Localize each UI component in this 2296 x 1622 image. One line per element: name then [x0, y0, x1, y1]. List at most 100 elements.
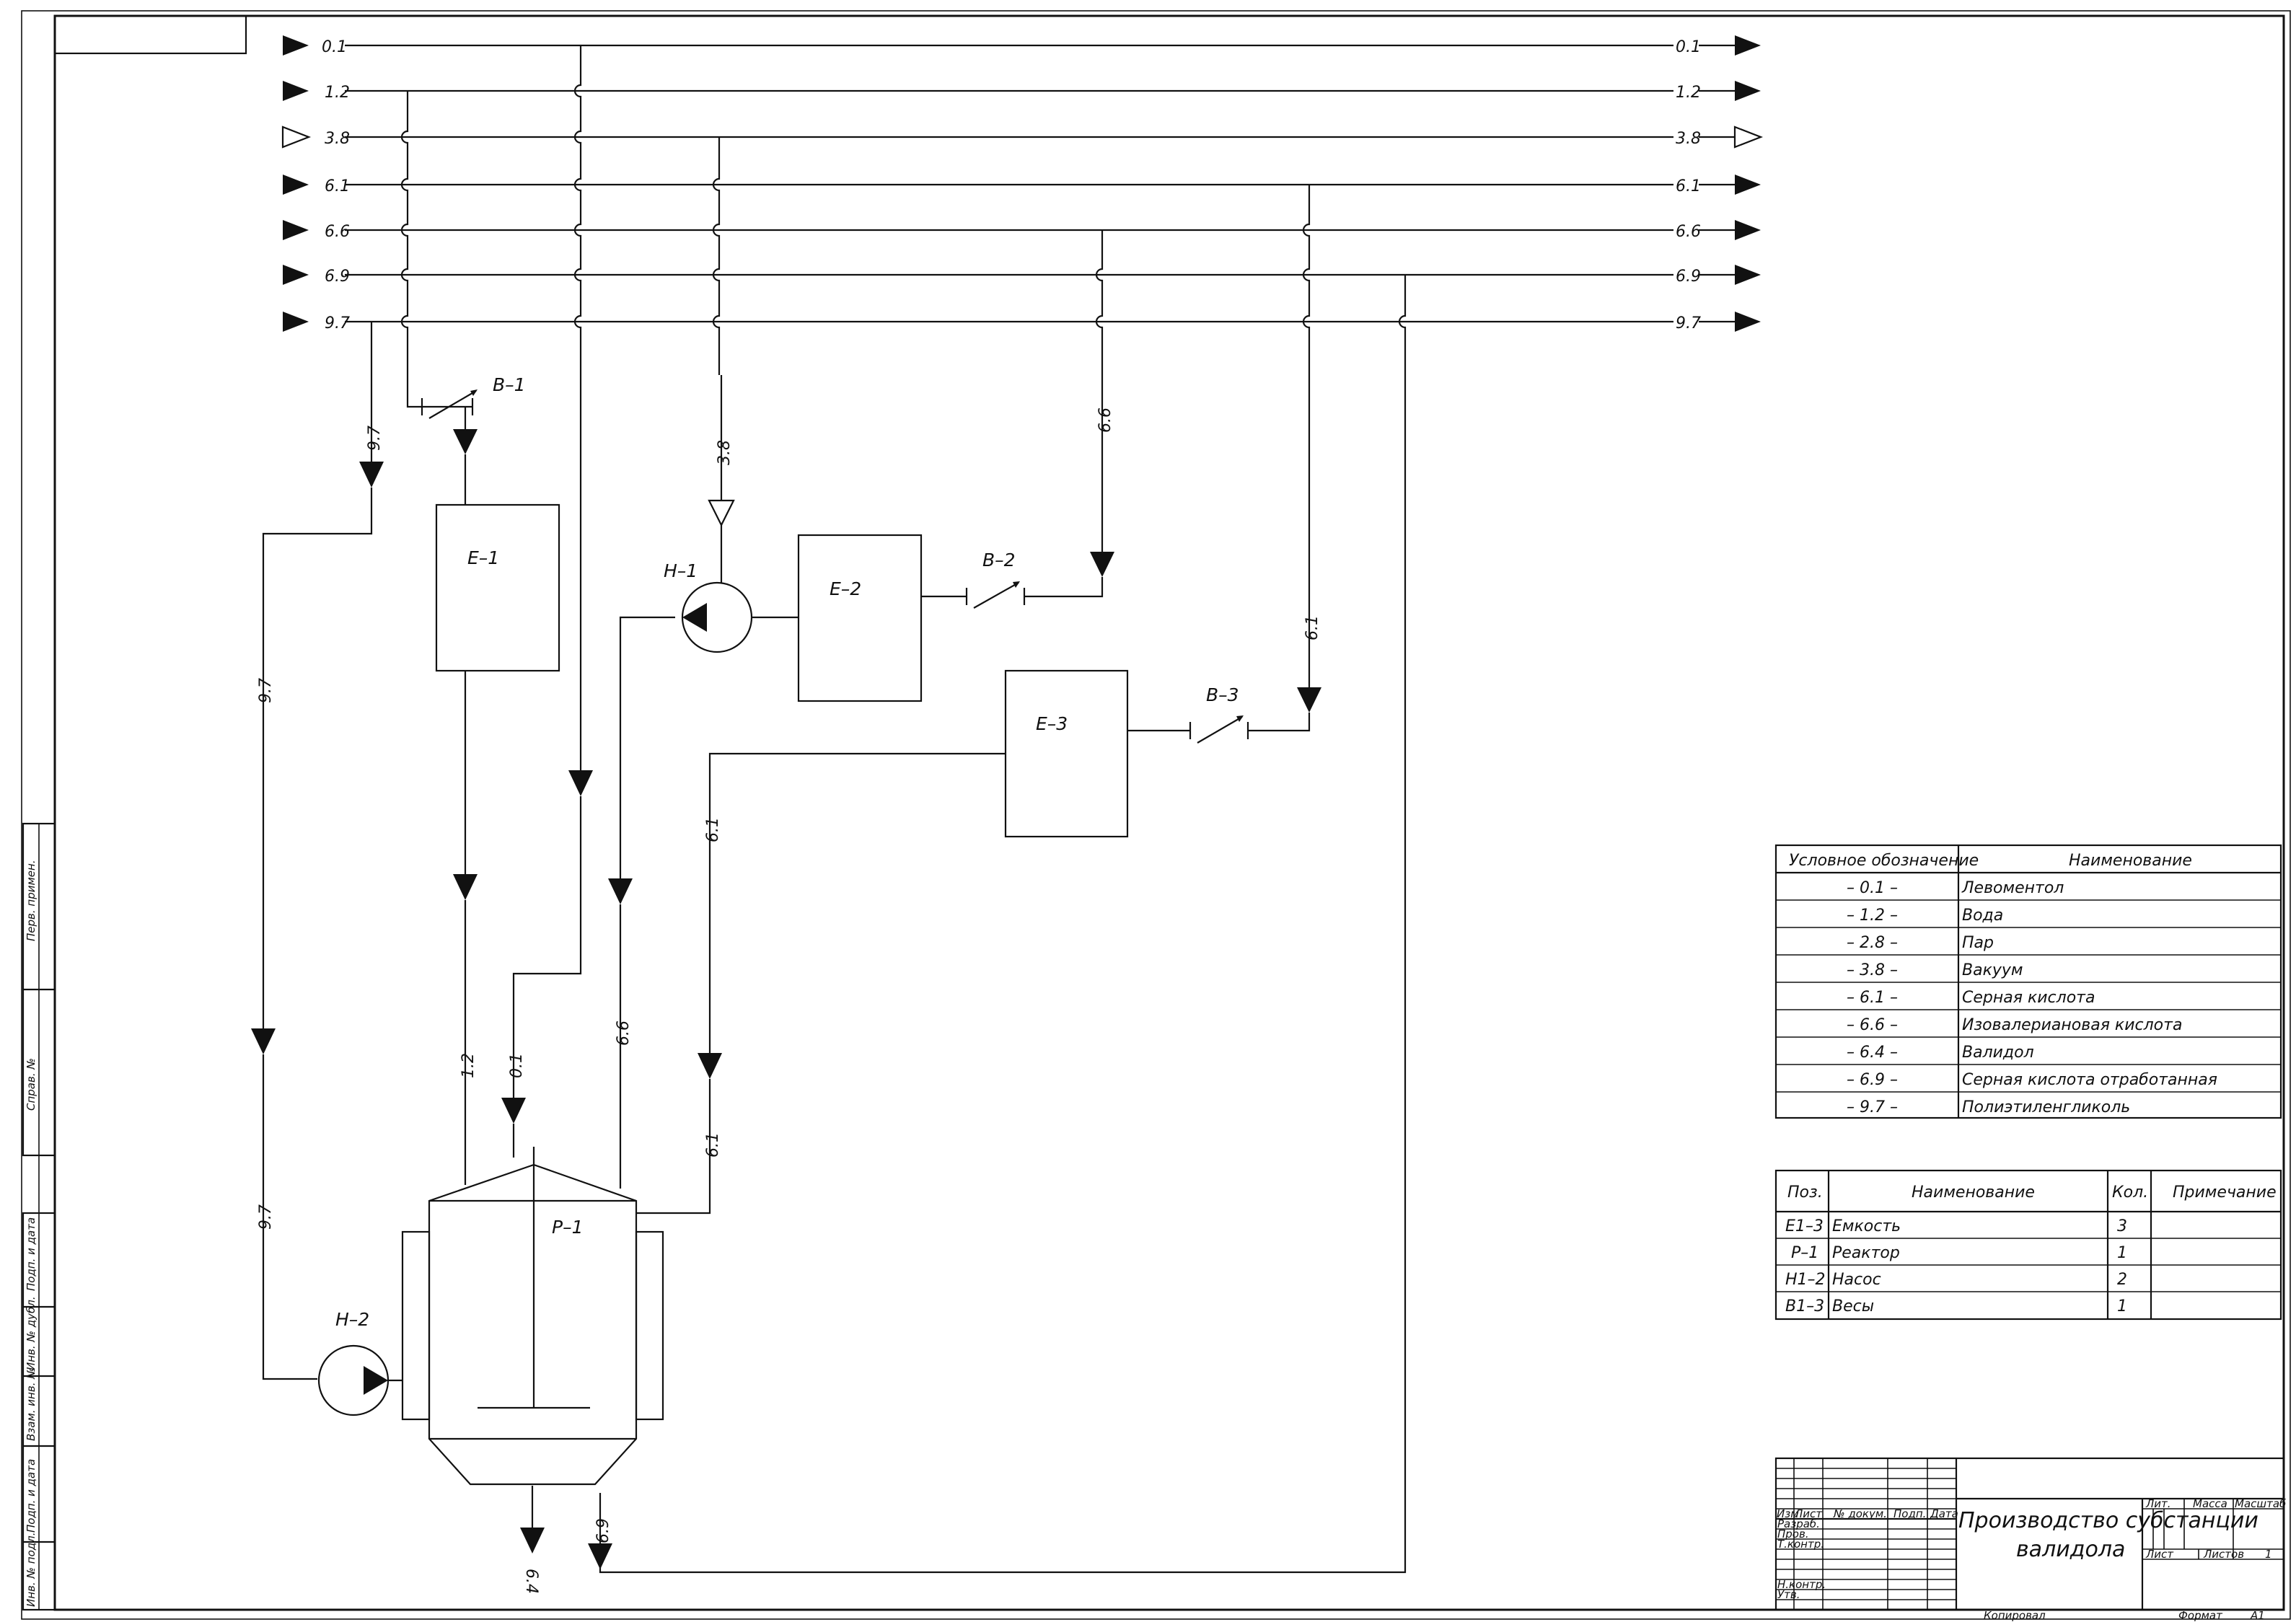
- stamp-podp-data-2: Подп. и дата: [25, 1459, 38, 1533]
- svg-text:Лист: Лист: [2145, 1548, 2174, 1561]
- svg-text:0.1: 0.1: [508, 1053, 526, 1078]
- outlet-arrow-icon: [1735, 175, 1761, 195]
- line-66-to-reactor: [608, 616, 675, 1189]
- inlet-arrow-icon: [283, 81, 309, 101]
- tank-e2: Е–2: [797, 534, 923, 702]
- header-lines: 0.1 0.1 1.2 1.2 3.8 3.8 6.1 6.1: [281, 35, 1764, 332]
- svg-text:9.7: 9.7: [366, 426, 384, 451]
- svg-text:Е–1: Е–1: [467, 547, 499, 568]
- svg-text:Насос: Насос: [1832, 1271, 1881, 1289]
- svg-text:– 6.9 –: – 6.9 –: [1847, 1071, 1898, 1089]
- svg-text:6.1: 6.1: [1303, 615, 1321, 640]
- side-stamps: Перв. примен. Справ. № Подп. и дата Инв.…: [22, 822, 56, 1611]
- inlet-arrow-icon: [283, 175, 309, 195]
- svg-text:3.8: 3.8: [716, 440, 734, 465]
- svg-text:Серная кислота отработанная: Серная кислота отработанная: [1962, 1071, 2217, 1089]
- flow-arrow-icon: [453, 874, 478, 900]
- inlet-arrow-icon: [283, 265, 309, 285]
- svg-text:6.1: 6.1: [1676, 177, 1701, 195]
- branch-38: [708, 137, 735, 583]
- scale-b2-label: В–2: [982, 550, 1016, 570]
- stamp-inv-dubl: Инв. № дубл.: [25, 1296, 38, 1370]
- flow-arrow-hollow-icon: [708, 499, 735, 527]
- svg-text:6.1: 6.1: [704, 1132, 722, 1158]
- pump-h2: Н–2: [317, 1309, 403, 1416]
- svg-text:Листов: Листов: [2203, 1548, 2244, 1561]
- legend-table: Условное обозначение Наименование – 0.1 …: [1774, 844, 2282, 1119]
- svg-text:9.7: 9.7: [325, 314, 350, 332]
- scale-b3-label: В–3: [1206, 684, 1239, 705]
- branch-61: [1127, 185, 1321, 744]
- stamp-vzam-inv: Взам. инв. №: [25, 1367, 38, 1441]
- svg-text:6.9: 6.9: [325, 268, 350, 286]
- svg-text:1.2: 1.2: [325, 84, 350, 102]
- outlet-arrow-icon: [1735, 81, 1761, 101]
- svg-text:Поз.: Поз.: [1787, 1184, 1823, 1202]
- inlet-arrow-hollow-icon: [281, 125, 312, 149]
- svg-text:Р–1: Р–1: [552, 1217, 583, 1238]
- header-line-38: 3.8 3.8: [281, 125, 1764, 149]
- sheet-frame: [21, 10, 2291, 1620]
- inlet-arrow-icon: [283, 35, 309, 56]
- svg-text:Пров.: Пров.: [1777, 1528, 1809, 1541]
- legend-header-name: Наименование: [2069, 852, 2192, 870]
- svg-text:Кол.: Кол.: [2112, 1184, 2148, 1202]
- svg-text:Валидол: Валидол: [1962, 1044, 2034, 1062]
- svg-text:Лист: Лист: [1794, 1507, 1823, 1520]
- svg-text:Примечание: Примечание: [2173, 1184, 2277, 1202]
- header-line-97: 9.7 9.7: [283, 312, 1761, 332]
- svg-text:Изовалериановая кислота: Изовалериановая кислота: [1962, 1016, 2182, 1034]
- outlet-arrow-icon: [1735, 265, 1761, 285]
- svg-text:Е–2: Е–2: [830, 578, 861, 599]
- svg-text:– 6.4 –: – 6.4 –: [1847, 1044, 1898, 1062]
- branch-01: [501, 45, 593, 1158]
- header-line-12: 1.2 1.2: [283, 81, 1761, 102]
- svg-text:Левоментол: Левоментол: [1961, 879, 2064, 897]
- svg-text:1.2: 1.2: [1676, 84, 1701, 102]
- outlet-arrow-hollow-icon: [1733, 125, 1764, 149]
- svg-text:– 6.6 –: – 6.6 –: [1847, 1016, 1898, 1034]
- outlet-arrow-icon: [1735, 35, 1761, 56]
- line-61-to-reactor: [636, 752, 1006, 1215]
- svg-text:– 9.7 –: – 9.7 –: [1847, 1098, 1898, 1116]
- svg-text:Весы: Весы: [1832, 1297, 1874, 1315]
- svg-text:1: 1: [2265, 1548, 2272, 1561]
- drawing-title-line2: валидола: [2016, 1537, 2125, 1562]
- svg-text:№ докум.: № докум.: [1833, 1507, 1887, 1520]
- flow-arrow-icon: [608, 878, 633, 904]
- format-value: А1: [2250, 1609, 2265, 1622]
- branch-66: [921, 230, 1114, 609]
- pump-h1: Н–1: [664, 560, 799, 653]
- svg-text:1.2: 1.2: [459, 1053, 478, 1078]
- svg-text:1: 1: [2117, 1244, 2127, 1262]
- svg-text:– 3.8 –: – 3.8 –: [1847, 961, 1898, 979]
- flow-arrow-icon: [568, 770, 593, 796]
- svg-text:6.9: 6.9: [1676, 268, 1701, 286]
- legend-header-code: Условное обозначение: [1789, 852, 1979, 870]
- svg-text:Серная кислота: Серная кислота: [1962, 989, 2095, 1007]
- svg-text:Дата: Дата: [1930, 1507, 1958, 1520]
- header-line-01: 0.1 0.1: [283, 35, 1761, 56]
- copied-label: Копировал: [1984, 1609, 2046, 1622]
- svg-text:Т.контр.: Т.контр.: [1777, 1538, 1824, 1551]
- reactor-p1: Р–1: [401, 1147, 664, 1486]
- stamp-sprav-no: Справ. №: [25, 1058, 38, 1111]
- svg-text:6.9: 6.9: [594, 1518, 612, 1543]
- flow-arrow-icon: [1090, 552, 1114, 577]
- svg-text:Н1–2: Н1–2: [1785, 1271, 1826, 1289]
- svg-text:3: 3: [2117, 1217, 2127, 1235]
- svg-text:Пар: Пар: [1962, 934, 1994, 952]
- svg-text:6.1: 6.1: [704, 817, 722, 842]
- tank-e3: Е–3: [1004, 669, 1129, 838]
- pump-triangle-icon: [364, 1366, 388, 1395]
- flow-arrow-icon: [453, 429, 478, 454]
- branch-69: [588, 275, 1407, 1574]
- format-label: Формат: [2178, 1609, 2223, 1622]
- tank-e1: Е–1: [435, 503, 560, 672]
- inlet-arrow-icon: [283, 312, 309, 332]
- flow-arrow-icon: [251, 1028, 276, 1054]
- header-line-66: 6.6 6.6: [283, 220, 1761, 241]
- svg-text:6.6: 6.6: [615, 1021, 633, 1046]
- svg-text:9.7: 9.7: [257, 1204, 275, 1230]
- svg-text:6.6: 6.6: [325, 223, 350, 241]
